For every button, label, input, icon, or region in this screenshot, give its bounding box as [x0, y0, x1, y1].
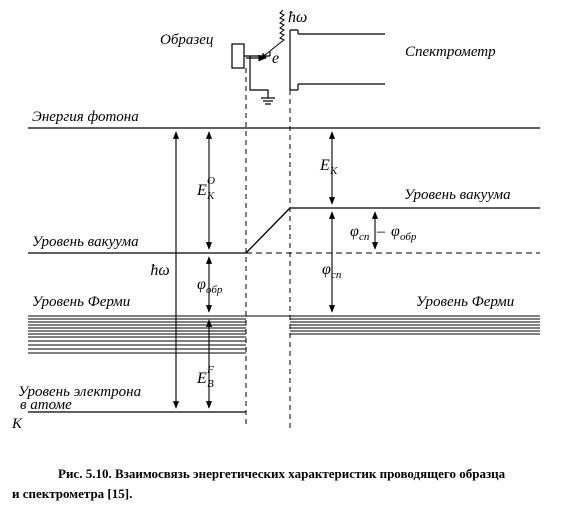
vacuum-slope — [245, 207, 291, 254]
caption-line-1: Рис. 5.10. Взаимосвязь энергетических ха… — [58, 466, 506, 481]
photon-label: ħω — [288, 9, 307, 26]
k-level-label: K — [11, 416, 23, 432]
svg-text:F: F — [206, 364, 214, 376]
svg-text:E: E — [319, 157, 330, 174]
spectrometer-entrance — [289, 29, 385, 91]
svg-text:φ: φ — [197, 276, 206, 293]
svg-text:K: K — [206, 190, 215, 202]
spectrometer-label: Спектрометр — [405, 44, 496, 60]
ek0-symbol: E K O — [196, 175, 215, 202]
eb-symbol: E B F — [196, 364, 214, 390]
svg-text:B: B — [207, 378, 214, 390]
phi-sp-symbol: φ сп — [322, 261, 342, 281]
phi-diff-symbol: φ сп – φ обр — [350, 223, 417, 243]
fermi-band-sample — [28, 315, 246, 354]
svg-text:φ: φ — [322, 261, 331, 278]
core-level-label-2: в атоме — [20, 397, 72, 413]
electron-label: e — [272, 50, 279, 67]
sample-holder — [244, 52, 271, 98]
vacuum-level-right-label: Уровень вакуума — [404, 187, 511, 203]
fermi-right-label: Уровень Ферми — [416, 294, 514, 310]
svg-text:O: O — [207, 175, 215, 187]
svg-text:обр: обр — [400, 231, 417, 243]
caption-line-2: и спектрометра [15]. — [12, 486, 132, 501]
sample-label: Образец — [160, 32, 213, 48]
guide-lines — [245, 68, 291, 428]
phi-obr-symbol: φ обр — [197, 276, 223, 296]
apparatus: Образец ħω e Спектрометр — [160, 9, 496, 105]
fermi-band-spectrometer — [290, 315, 540, 335]
arrows — [172, 131, 379, 409]
svg-text:K: K — [329, 165, 338, 177]
ground-icon — [261, 97, 275, 105]
core-level-label-1: Уровень электрона — [18, 384, 141, 400]
svg-text:обр: обр — [206, 284, 223, 296]
fermi-left-label: Уровень Ферми — [32, 294, 130, 310]
svg-text:–: – — [376, 223, 386, 240]
svg-text:сп: сп — [331, 269, 342, 281]
ek-symbol: E K — [319, 157, 338, 177]
hw-symbol: ħω — [150, 262, 169, 279]
photon-energy-label: Энергия фотона — [32, 109, 139, 125]
svg-text:φ: φ — [350, 223, 359, 240]
vacuum-level-left-label: Уровень вакуума — [32, 234, 139, 250]
photon-beam — [259, 9, 285, 60]
svg-text:E: E — [196, 370, 207, 387]
svg-text:сп: сп — [359, 231, 370, 243]
svg-text:φ: φ — [391, 223, 400, 240]
svg-text:E: E — [196, 182, 207, 199]
energy-levels — [28, 127, 540, 413]
sample-block — [231, 43, 245, 69]
